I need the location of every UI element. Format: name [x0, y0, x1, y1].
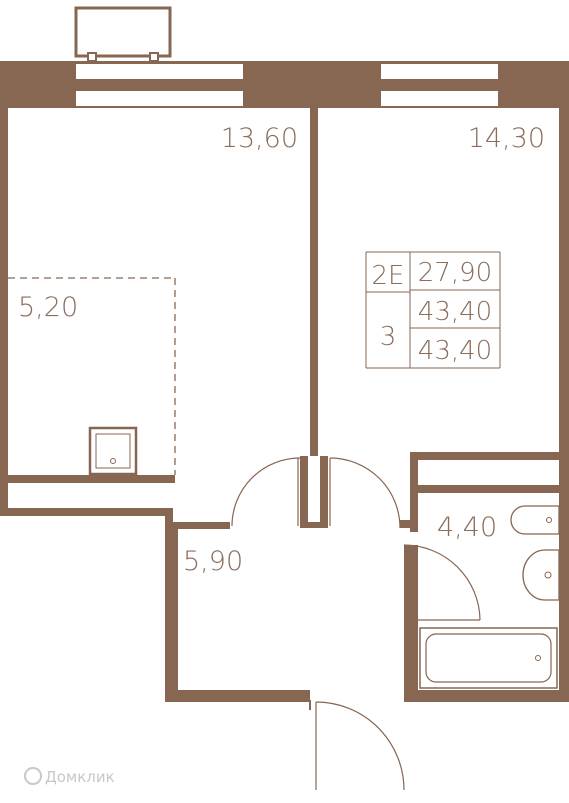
watermark-logo: Домклик [24, 767, 115, 786]
door-swing-left [231, 457, 301, 527]
room-right-area: 14,30 [468, 123, 545, 154]
left-wall [0, 108, 8, 516]
apartment-info-block: 2E 3 27,90 43,40 43,40 [365, 251, 501, 369]
door-swing-entrance [309, 700, 405, 791]
bathtub-icon [419, 627, 558, 689]
room-left-area: 13,60 [221, 123, 298, 154]
living-area: 27,90 [418, 258, 492, 288]
partition-wall-rooms [310, 108, 318, 456]
total-area-second: 43,40 [418, 336, 492, 366]
kitchen-zone-area: 5,20 [18, 292, 78, 323]
bottom-wall [165, 690, 569, 702]
kitchen-zone-outline [8, 277, 176, 475]
door-jamb-walls [300, 456, 328, 528]
left-room-bottom-wall [0, 475, 230, 529]
bathroom-area: 4,40 [437, 512, 497, 543]
right-wall [559, 108, 569, 702]
toilet-icon [510, 505, 560, 535]
rooms-count: 3 [380, 322, 397, 352]
washbasin-icon [522, 549, 560, 601]
ac-unit [74, 6, 172, 62]
section-label: 2E [372, 261, 405, 291]
total-area: 43,40 [418, 297, 492, 327]
door-swing-bathroom [403, 544, 481, 621]
door-swing-right [329, 457, 401, 529]
watermark-text: Домклик [45, 768, 115, 786]
hallway-area: 5,90 [183, 546, 243, 577]
top-wall [0, 61, 569, 108]
bathroom-walls [400, 452, 569, 702]
kitchen-sink-icon [88, 426, 138, 476]
hallway-left-wall [165, 522, 178, 702]
